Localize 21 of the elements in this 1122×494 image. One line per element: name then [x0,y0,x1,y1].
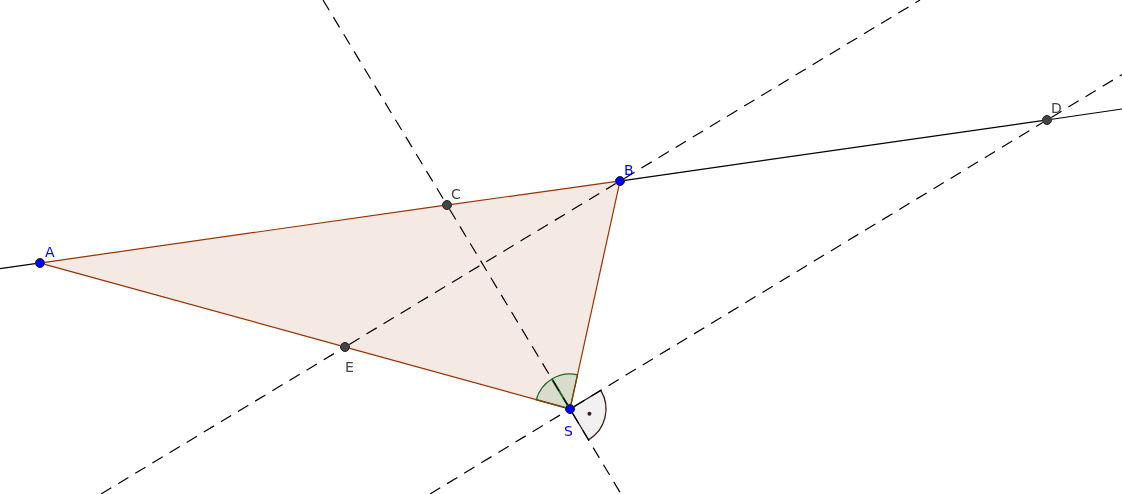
point-label: B [624,162,634,178]
dashed-line [322,0,445,202]
dashed-line [1050,74,1122,118]
point-label: C [451,186,461,202]
line-segment [1051,108,1122,120]
line-segment [624,120,1043,181]
point-label: S [564,423,573,439]
dashed-line [623,0,921,179]
line-segment [570,185,620,405]
line-segment [44,205,443,263]
dashed-line [573,122,1044,407]
line-segment [451,181,616,205]
line-segment [44,263,341,347]
line-segment [0,263,36,270]
dashed-line [448,208,568,406]
point-label: E [345,359,354,375]
point-label: D [1051,100,1062,116]
dashed-line [571,412,622,494]
point-label: A [45,244,55,260]
dashed-line [348,183,617,346]
line-segment [349,347,566,409]
